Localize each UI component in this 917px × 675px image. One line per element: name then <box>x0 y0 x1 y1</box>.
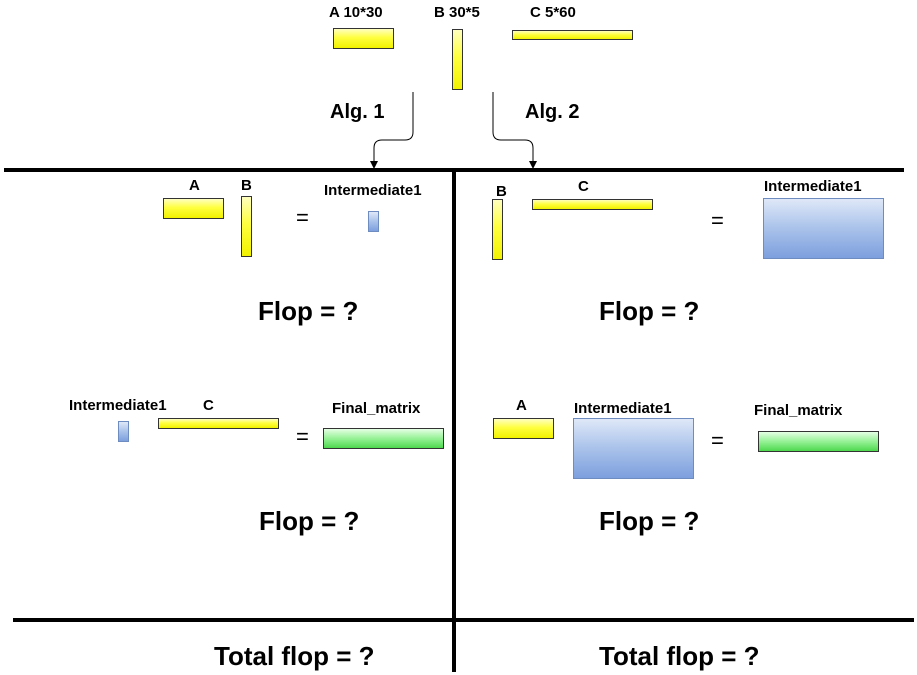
alg2-step2-result-label: Final_matrix <box>754 402 843 419</box>
alg2-step1-equals: = <box>711 208 724 233</box>
alg2-step1-result-label: Intermediate1 <box>764 178 862 195</box>
alg2-step1-c-shape <box>532 199 653 210</box>
alg1-step2-c-shape <box>158 418 279 429</box>
alg1-step2-result-label: Final_matrix <box>332 400 421 417</box>
alg1-step1-equals: = <box>296 205 309 230</box>
alg2-step2-flop: Flop = ? <box>599 506 700 536</box>
alg2-intermediate-shape <box>763 198 884 259</box>
matrix-c-label: C 5*60 <box>530 4 576 21</box>
alg2-arrow <box>492 92 537 169</box>
alg1-label: Alg. 1 <box>330 101 385 123</box>
matrix-a-shape <box>333 28 394 49</box>
alg1-arrow <box>370 92 414 169</box>
alg2-step2-intermediate-shape <box>573 418 694 479</box>
alg1-step2-equals: = <box>296 424 309 449</box>
matrix-a-label: A 10*30 <box>329 4 383 21</box>
alg2-step1-b-label: B <box>496 183 507 200</box>
alg1-step2-intermediate-label: Intermediate1 <box>69 397 167 414</box>
alg2-step2-intermediate-label: Intermediate1 <box>574 400 672 417</box>
alg2-step1-b-shape <box>492 199 503 260</box>
alg1-total-flop: Total flop = ? <box>214 641 375 671</box>
alg2-step2-equals: = <box>711 428 724 453</box>
alg1-step1-a-shape <box>163 198 224 219</box>
alg2-total-flop: Total flop = ? <box>599 641 760 671</box>
alg2-step1-flop: Flop = ? <box>599 296 700 326</box>
alg2-final-matrix-shape <box>758 431 879 452</box>
alg1-step1-b-shape <box>241 196 252 257</box>
matrix-b-shape <box>452 29 463 90</box>
alg2-step2-a-shape <box>493 418 554 439</box>
alg1-step1-flop: Flop = ? <box>258 296 359 326</box>
alg2-label: Alg. 2 <box>525 101 580 123</box>
matrix-c-shape <box>512 30 633 40</box>
alg1-step2-flop: Flop = ? <box>259 506 360 536</box>
matrix-b-label: B 30*5 <box>434 4 480 21</box>
alg1-final-matrix-shape <box>323 428 444 449</box>
alg2-step2-a-label: A <box>516 397 527 414</box>
alg1-step2-intermediate-shape <box>118 421 129 442</box>
alg1-intermediate-shape <box>368 211 379 232</box>
alg1-step1-b-label: B <box>241 177 252 194</box>
alg1-step1-result-label: Intermediate1 <box>324 182 422 199</box>
alg2-step1-c-label: C <box>578 178 589 195</box>
alg1-step1-a-label: A <box>189 177 200 194</box>
alg1-step2-c-label: C <box>203 397 214 414</box>
